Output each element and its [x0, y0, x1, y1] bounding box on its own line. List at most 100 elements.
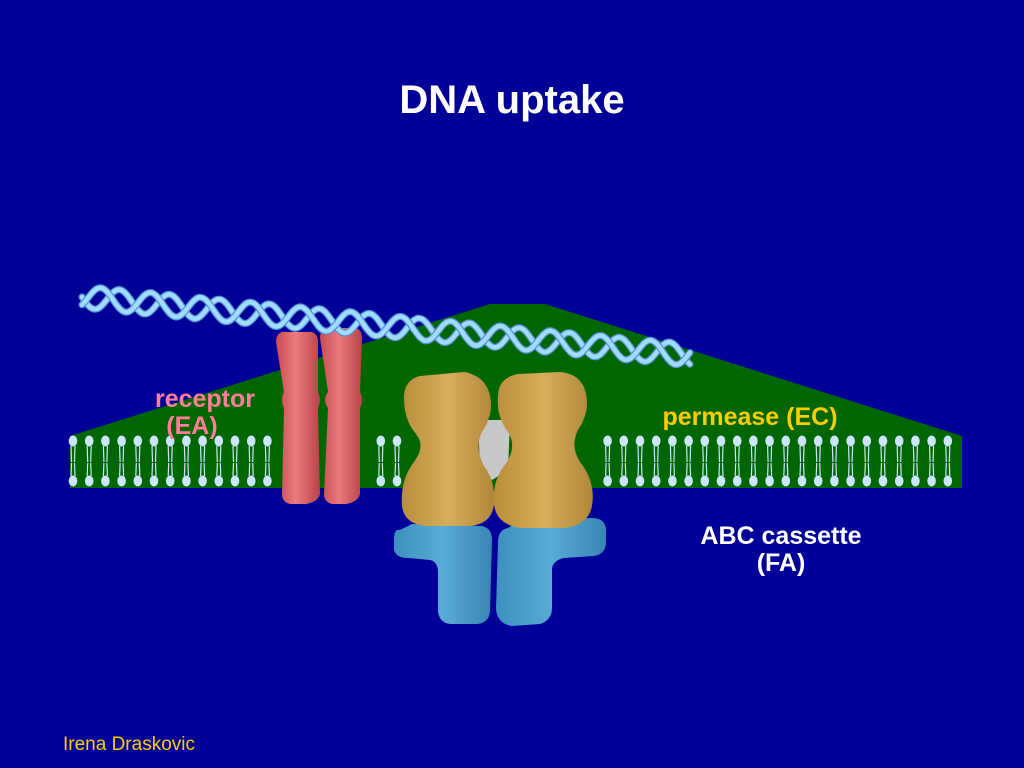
- lipid-head-top: [668, 435, 677, 447]
- abc-cassette-label: ABC cassette (FA): [672, 523, 890, 577]
- channel-core: [478, 420, 510, 480]
- abc-cassette: [394, 518, 606, 626]
- lipid-head-top: [700, 435, 710, 447]
- lipid-tail-bottom: [653, 462, 659, 477]
- lipid-head-top: [101, 435, 110, 447]
- lipid-tail-top: [605, 445, 611, 463]
- lipid-head-top: [894, 435, 904, 447]
- lipid-head-top: [765, 435, 774, 447]
- lipid-tail-top: [264, 445, 270, 463]
- receptor: [276, 328, 362, 504]
- lipid-tail-top: [799, 445, 805, 463]
- lipid-tail-bottom: [167, 462, 173, 477]
- lipid-tail-bottom: [378, 462, 384, 477]
- lipid-head-top: [813, 435, 823, 447]
- lipid-tail-top: [896, 445, 902, 463]
- lipid-tail-bottom: [605, 462, 611, 477]
- lipid-tail-bottom: [767, 462, 773, 477]
- lipid-tail-top: [135, 445, 141, 463]
- lipid-bilayer: [68, 435, 953, 487]
- lipid-tail-top: [621, 445, 627, 463]
- slide-title: DNA uptake: [399, 78, 625, 122]
- permease: [401, 372, 593, 528]
- lipid-tail-top: [783, 445, 789, 463]
- lipid-tail-top: [880, 445, 886, 463]
- lipid-tail-top: [848, 445, 854, 463]
- lipid-head-bottom: [862, 475, 872, 487]
- lipid-tail-bottom: [880, 462, 886, 477]
- lipid-tail-bottom: [702, 462, 708, 477]
- lipid-tail-bottom: [248, 462, 254, 477]
- lipid-tail-top: [831, 445, 837, 463]
- lipid-tail-top: [912, 445, 918, 463]
- lipid-head-top: [182, 435, 191, 447]
- lipid-tail-top: [815, 445, 821, 463]
- lipid-tail-top: [653, 445, 659, 463]
- lipid-tail-bottom: [734, 462, 740, 477]
- lipid-head-top: [651, 435, 661, 447]
- lipid-tail-bottom: [686, 462, 692, 477]
- lipid-tail-top: [102, 445, 108, 463]
- dna-double-helix: [78, 284, 694, 369]
- lipid-head-top: [830, 435, 839, 447]
- lipid-head-bottom: [927, 475, 936, 487]
- lipid-head-top: [878, 435, 888, 447]
- lipid-tail-bottom: [783, 462, 789, 477]
- lipid-tail-top: [200, 445, 206, 463]
- lipid-head-bottom: [797, 475, 807, 487]
- lipid-tail-top: [378, 445, 384, 463]
- lipid-head-bottom: [376, 475, 386, 487]
- lipid-head-bottom: [182, 475, 191, 487]
- abc-subunit-right: [496, 518, 606, 626]
- lipid-tail-bottom: [119, 462, 125, 477]
- lipid-head-bottom: [165, 475, 175, 487]
- lipid-head-top: [781, 435, 791, 447]
- lipid-head-bottom: [813, 475, 823, 487]
- lipid-tail-top: [151, 445, 157, 463]
- lipid-head-top: [797, 435, 807, 447]
- permease-label: permease (EC): [662, 403, 838, 431]
- lipid-tail-bottom: [135, 462, 141, 477]
- lipid-tail-top: [86, 445, 92, 463]
- lipid-head-top: [133, 435, 143, 447]
- lipid-tail-top: [394, 445, 400, 463]
- lipid-head-bottom: [651, 475, 661, 487]
- lipid-tail-bottom: [183, 462, 189, 477]
- author-credit: Irena Draskovic: [63, 734, 195, 755]
- lipid-tail-bottom: [200, 462, 206, 477]
- lipid-head-top: [635, 435, 645, 447]
- lipid-head-bottom: [101, 475, 110, 487]
- lipid-head-top: [165, 435, 175, 447]
- lipid-tail-bottom: [750, 462, 756, 477]
- permease-subunit-left: [401, 372, 495, 526]
- lipid-head-top: [214, 435, 224, 447]
- lipid-head-bottom: [878, 475, 888, 487]
- lipid-tail-top: [248, 445, 254, 463]
- lipid-head-top: [68, 435, 78, 447]
- lipid-tail-bottom: [799, 462, 805, 477]
- lipid-tail-top: [702, 445, 708, 463]
- lipid-head-bottom: [133, 475, 143, 487]
- lipid-head-top: [716, 435, 726, 447]
- lipid-head-bottom: [830, 475, 839, 487]
- lipid-tail-top: [718, 445, 724, 463]
- lipid-head-bottom: [246, 475, 256, 487]
- lipid-tail-top: [669, 445, 675, 463]
- lipid-tail-bottom: [102, 462, 108, 477]
- lipid-tail-bottom: [216, 462, 222, 477]
- lipid-head-top: [230, 435, 240, 447]
- lipid-head-top: [732, 435, 742, 447]
- lipid-head-top: [149, 435, 159, 447]
- lipid-head-top: [603, 435, 612, 447]
- lipid-head-bottom: [684, 475, 693, 487]
- lipid-tail-top: [734, 445, 740, 463]
- lipid-tail-bottom: [394, 462, 400, 477]
- lipid-tail-top: [864, 445, 870, 463]
- lipid-tail-bottom: [831, 462, 837, 477]
- lipid-tail-bottom: [929, 462, 935, 477]
- lipid-head-bottom: [943, 475, 953, 487]
- lipid-head-top: [927, 435, 936, 447]
- receptor-pillar-left: [276, 332, 320, 504]
- lipid-head-top: [619, 435, 629, 447]
- lipid-tail-top: [686, 445, 692, 463]
